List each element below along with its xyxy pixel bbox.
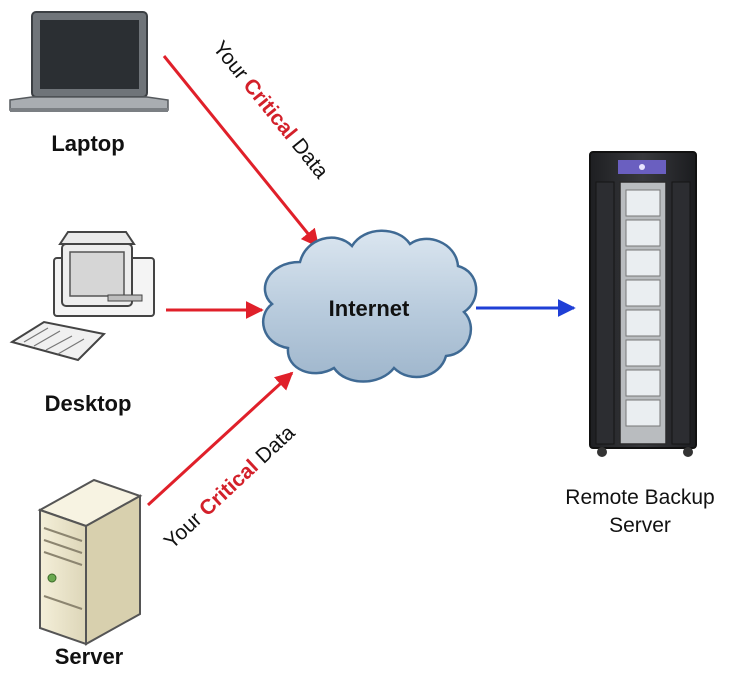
remote-server-label-line1: Remote Backup bbox=[565, 486, 714, 509]
laptop-icon bbox=[9, 11, 169, 112]
server-to-internet-arrow bbox=[146, 371, 294, 507]
laptop-arrow-label: Your Critical Data bbox=[208, 37, 333, 184]
server-rack-icon bbox=[589, 151, 697, 457]
laptop-label: Laptop bbox=[51, 131, 124, 156]
server-arrow-label: Your Critical Data bbox=[160, 421, 300, 554]
server-tower-icon bbox=[37, 478, 143, 646]
desktop-computer-icon bbox=[9, 231, 155, 362]
internet-label: Internet bbox=[329, 296, 410, 321]
remote-server-label-line2: Server bbox=[609, 514, 671, 537]
laptop-to-internet-arrow bbox=[162, 55, 320, 248]
cloud-icon bbox=[262, 229, 478, 383]
server-label: Server bbox=[55, 644, 124, 669]
desktop-label: Desktop bbox=[45, 391, 132, 416]
